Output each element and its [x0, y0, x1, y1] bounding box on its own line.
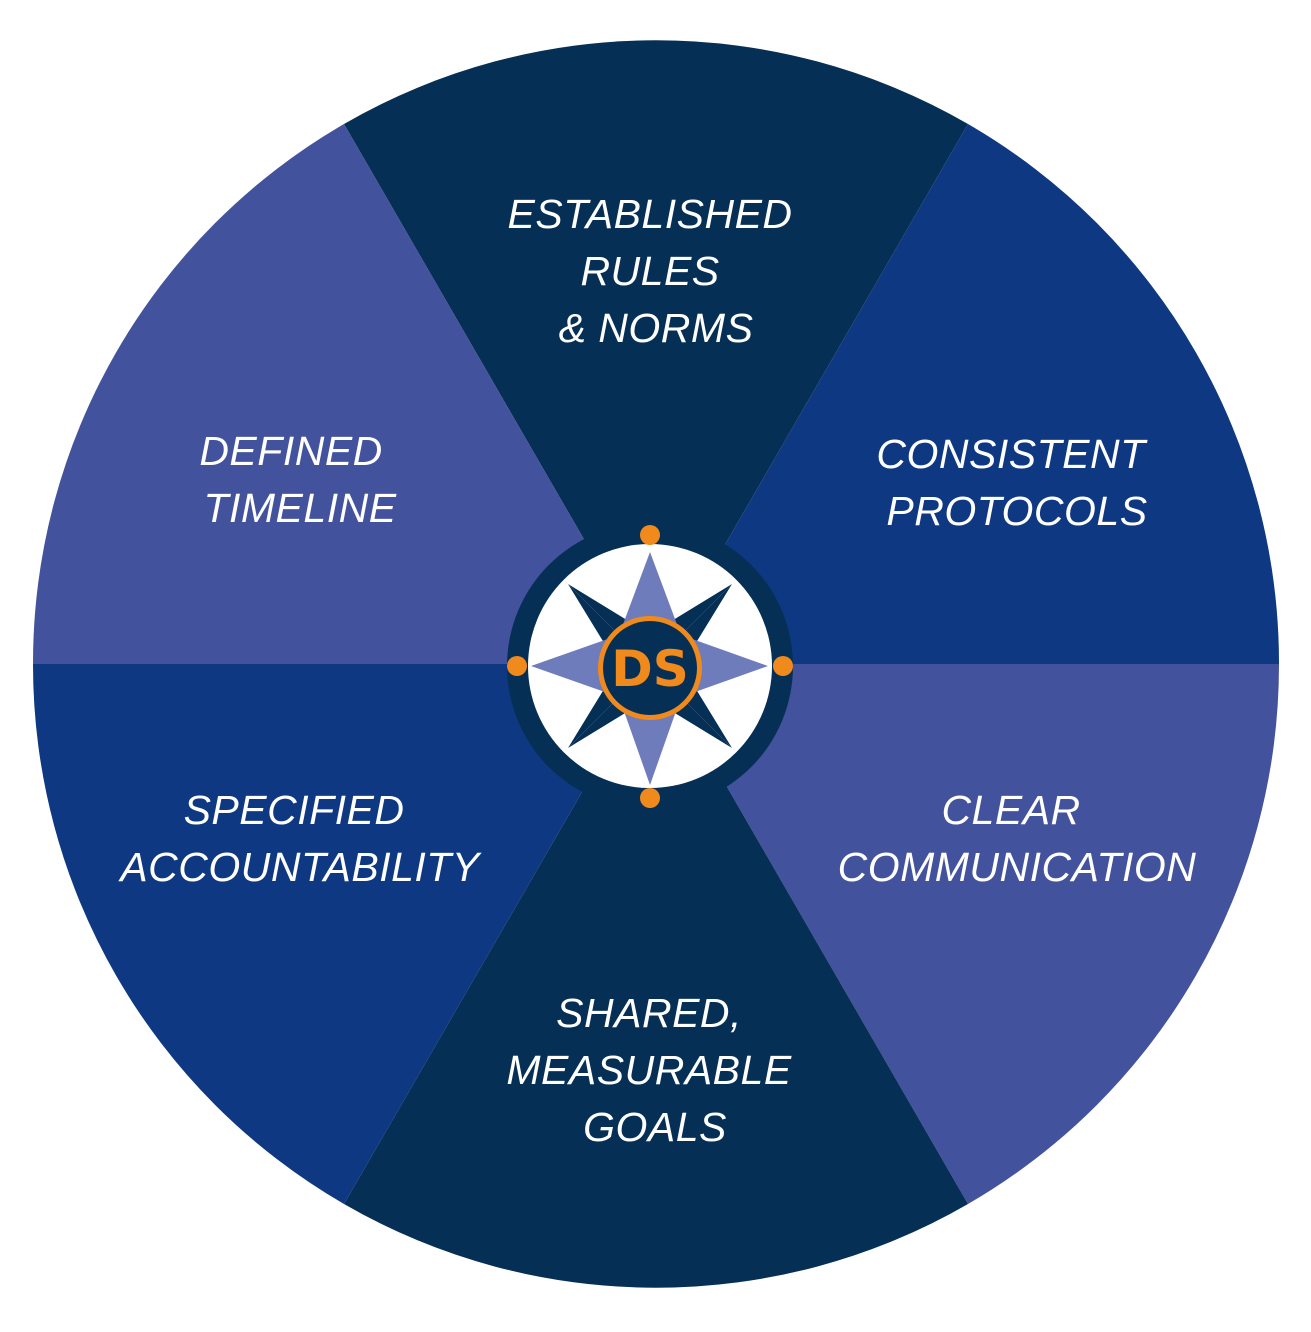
compass-rose-icon: DS [507, 523, 793, 809]
segment-top-wedge [344, 40, 968, 665]
segment-upper-right-wedge [656, 124, 1280, 664]
compass-dot-east [773, 656, 793, 676]
segment-upper-left-wedge [32, 124, 657, 664]
ds-logo-text: DS [611, 640, 689, 698]
label-defined-timeline: DEFINED TIMELINE [199, 428, 396, 531]
compass-dot-south [640, 788, 660, 808]
ds-badge-disc [603, 621, 697, 715]
label-specified-accountability: SPECIFIED ACCOUNTABILITY [117, 787, 481, 890]
label-established-rules-norms: ESTABLISHED RULES & NORMS [508, 191, 805, 351]
label-consistent-protocols: CONSISTENT PROTOCOLS [876, 431, 1157, 534]
segment-lower-right-wedge [656, 664, 1280, 1204]
label-shared-measurable-goals: SHARED, MEASURABLE GOALS [506, 990, 803, 1150]
compass-dot-west [507, 656, 527, 676]
segment-bottom-wedge [344, 664, 968, 1288]
segment-lower-left-wedge [32, 664, 656, 1204]
label-clear-communication: CLEAR COMMUNICATION [838, 787, 1197, 890]
compass-dot-north [640, 525, 660, 545]
